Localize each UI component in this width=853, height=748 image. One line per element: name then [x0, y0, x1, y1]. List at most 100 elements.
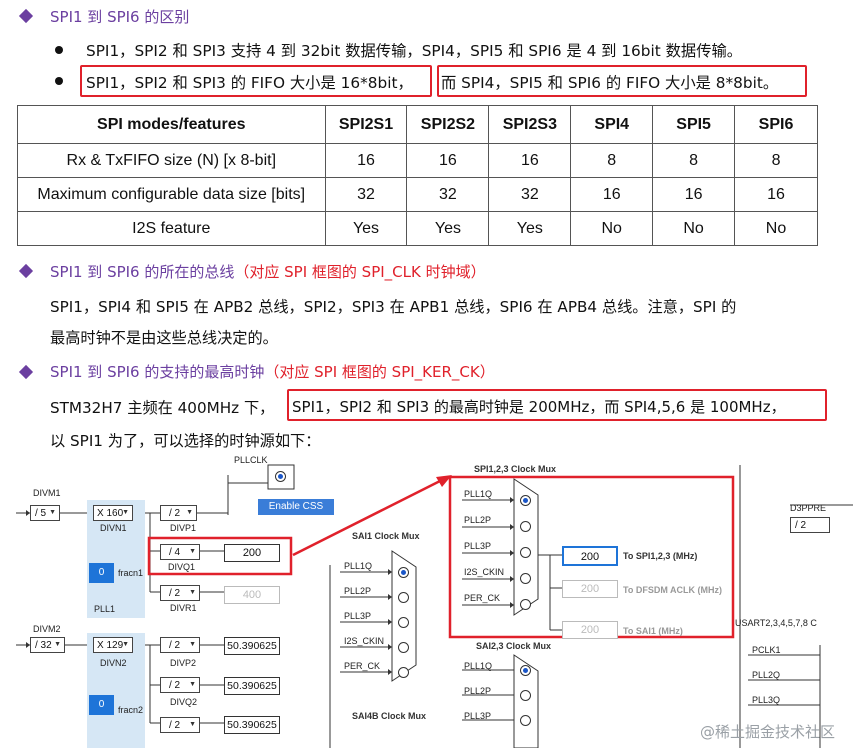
table-cell: 32	[406, 177, 490, 212]
clock-tree-diagram: PLLCLK Enable CSS DIVM1 / 5▼ X 160▼ DIVN…	[0, 455, 853, 748]
table-cell: 8	[734, 143, 818, 178]
divq2-output[interactable]: 50.390625	[224, 677, 280, 695]
dfsdm-output[interactable]: 200	[562, 580, 618, 598]
sai1-input: PLL1Q	[344, 561, 373, 571]
sai23-radio[interactable]	[520, 715, 531, 726]
divq1-label: DIVQ1	[168, 562, 196, 572]
sai1-input: I2S_CKIN	[344, 636, 385, 646]
divq2-select[interactable]: / 2▼	[160, 677, 200, 693]
table-row: Rx & TxFIFO size (N) [x 8-bit] 16 16 16 …	[17, 143, 818, 178]
sai1-input: PLL2P	[344, 586, 372, 596]
sai1-radio[interactable]	[398, 667, 409, 678]
d3ppre-label: D3PPRE	[790, 503, 827, 513]
section2-line1: SPI1，SPI4 和 SPI5 在 APB2 总线，SPI2，SPI3 在 A…	[50, 298, 737, 316]
spi123-radio[interactable]	[520, 547, 531, 558]
section2-heading-main: SPI1 到 SPI6 的所在的总线	[50, 263, 235, 281]
spi123-input: I2S_CKIN	[464, 567, 505, 577]
table-cell: 32	[324, 177, 408, 212]
table-cell: Maximum configurable data size [bits]	[17, 177, 326, 212]
divp1-select[interactable]: / 2▼	[160, 505, 197, 521]
divr2-select[interactable]: / 2▼	[160, 717, 200, 733]
divm2-select[interactable]: / 32▼	[30, 637, 65, 653]
divn2-label: DIVN2	[100, 658, 127, 668]
sai4b-mux-label: SAI4B Clock Mux	[352, 711, 427, 721]
spi123-mux-label: SPI1,2,3 Clock Mux	[474, 464, 557, 474]
bullet-dot-icon	[55, 46, 63, 54]
usart-input: PCLK1	[752, 645, 781, 655]
divp2-output[interactable]: 50.390625	[224, 637, 280, 655]
pll1-label: PLL1	[94, 604, 116, 614]
highlight-divq1	[147, 536, 293, 576]
fracn2-value[interactable]: 0	[89, 695, 114, 715]
spi123-input: PLL2P	[464, 515, 492, 525]
table-header-row: SPI modes/features SPI2S1 SPI2S2 SPI2S3 …	[17, 105, 818, 144]
section3-line2: 以 SPI1 为了，可以选择的时钟源如下：	[50, 432, 321, 450]
section2-heading: SPI1 到 SPI6 的所在的总线（对应 SPI 框图的 SPI_CLK 时钟…	[50, 261, 486, 282]
table-cell: No	[734, 211, 818, 246]
table-header-cell: SPI2S1	[324, 105, 408, 144]
sai23-radio[interactable]	[520, 665, 531, 676]
heading-bullet-icon	[18, 364, 34, 380]
sai23-input: PLL1Q	[464, 661, 493, 671]
table-cell: 8	[652, 143, 736, 178]
spi123-radio[interactable]	[520, 521, 531, 532]
usart-input: PLL2Q	[752, 670, 781, 680]
divr1-select[interactable]: / 2▼	[160, 585, 200, 601]
sai1-input: PLL3P	[344, 611, 372, 621]
d3ppre-select[interactable]: / 2	[790, 517, 830, 533]
sai23-input: PLL3P	[464, 711, 492, 721]
divm1-select[interactable]: / 5▼	[30, 505, 60, 521]
diagram-wires	[16, 464, 853, 748]
table-row: I2S feature Yes Yes Yes No No No	[17, 211, 818, 246]
spi-features-table: SPI modes/features SPI2S1 SPI2S2 SPI2S3 …	[17, 105, 818, 246]
table-header-cell: SPI modes/features	[17, 105, 326, 144]
table-cell: 32	[488, 177, 572, 212]
sai1-radio[interactable]	[398, 567, 409, 578]
sai1-input: PER_CK	[344, 661, 381, 671]
section3-heading: SPI1 到 SPI6 的支持的最高时钟（对应 SPI 框图的 SPI_KER_…	[50, 361, 495, 382]
divq1-output[interactable]: 200	[224, 544, 280, 562]
sai1-output-label: To SAI1 (MHz)	[623, 626, 683, 636]
spi123-input: PLL1Q	[464, 489, 493, 499]
divp2-label: DIVP2	[170, 658, 197, 668]
divr2-output[interactable]: 50.390625	[224, 716, 280, 734]
section1-heading: SPI1 到 SPI6 的区别	[50, 8, 190, 26]
spi123-radio[interactable]	[520, 573, 531, 584]
spi123-output-label: To SPI1,2,3 (MHz)	[623, 551, 698, 561]
divn1-select[interactable]: X 160▼	[93, 505, 133, 521]
sai23-radio[interactable]	[520, 690, 531, 701]
highlight-box-fifo-16	[80, 65, 432, 97]
section3-line1-a: STM32H7 主频在 400MHz 下，	[50, 399, 275, 417]
spi123-input: PLL3P	[464, 541, 492, 551]
table-header-cell: SPI4	[570, 105, 654, 144]
table-cell: Yes	[324, 211, 408, 246]
divn1-label: DIVN1	[100, 523, 127, 533]
table-cell: 16	[406, 143, 490, 178]
divr1-output[interactable]: 400	[224, 586, 280, 604]
sai1-radio[interactable]	[398, 592, 409, 603]
sai1-radio[interactable]	[398, 617, 409, 628]
usart-label: USART2,3,4,5,7,8 C	[735, 618, 817, 628]
divm1-label: DIVM1	[33, 488, 61, 498]
fracn1-value[interactable]: 0	[89, 563, 114, 583]
enable-css-button[interactable]: Enable CSS	[258, 499, 334, 515]
section3-heading-note: （对应 SPI 框图的 SPI_KER_CK）	[264, 363, 495, 381]
divp2-select[interactable]: / 2▼	[160, 637, 200, 653]
table-cell: No	[570, 211, 654, 246]
bullet1-text: SPI1，SPI2 和 SPI3 支持 4 到 32bit 数据传输，SPI4，…	[86, 42, 743, 60]
sai23-input: PLL2P	[464, 686, 492, 696]
sai1-radio[interactable]	[398, 642, 409, 653]
spi123-output[interactable]: 200	[562, 546, 618, 566]
table-cell: I2S feature	[17, 211, 326, 246]
pllclk-radio[interactable]	[275, 471, 286, 482]
spi123-radio[interactable]	[520, 599, 531, 610]
divq1-select[interactable]: / 4▼	[160, 544, 200, 560]
spi123-radio-pll1q[interactable]	[520, 495, 531, 506]
divn2-select[interactable]: X 129▼	[93, 637, 133, 653]
heading-bullet-icon	[18, 8, 34, 24]
table-row: Maximum configurable data size [bits] 32…	[17, 177, 818, 212]
table-cell: Rx & TxFIFO size (N) [x 8-bit]	[17, 143, 326, 178]
sai1-output[interactable]: 200	[562, 621, 618, 639]
spi123-input: PER_CK	[464, 593, 501, 603]
sai23-mux-label: SAI2,3 Clock Mux	[476, 641, 552, 651]
